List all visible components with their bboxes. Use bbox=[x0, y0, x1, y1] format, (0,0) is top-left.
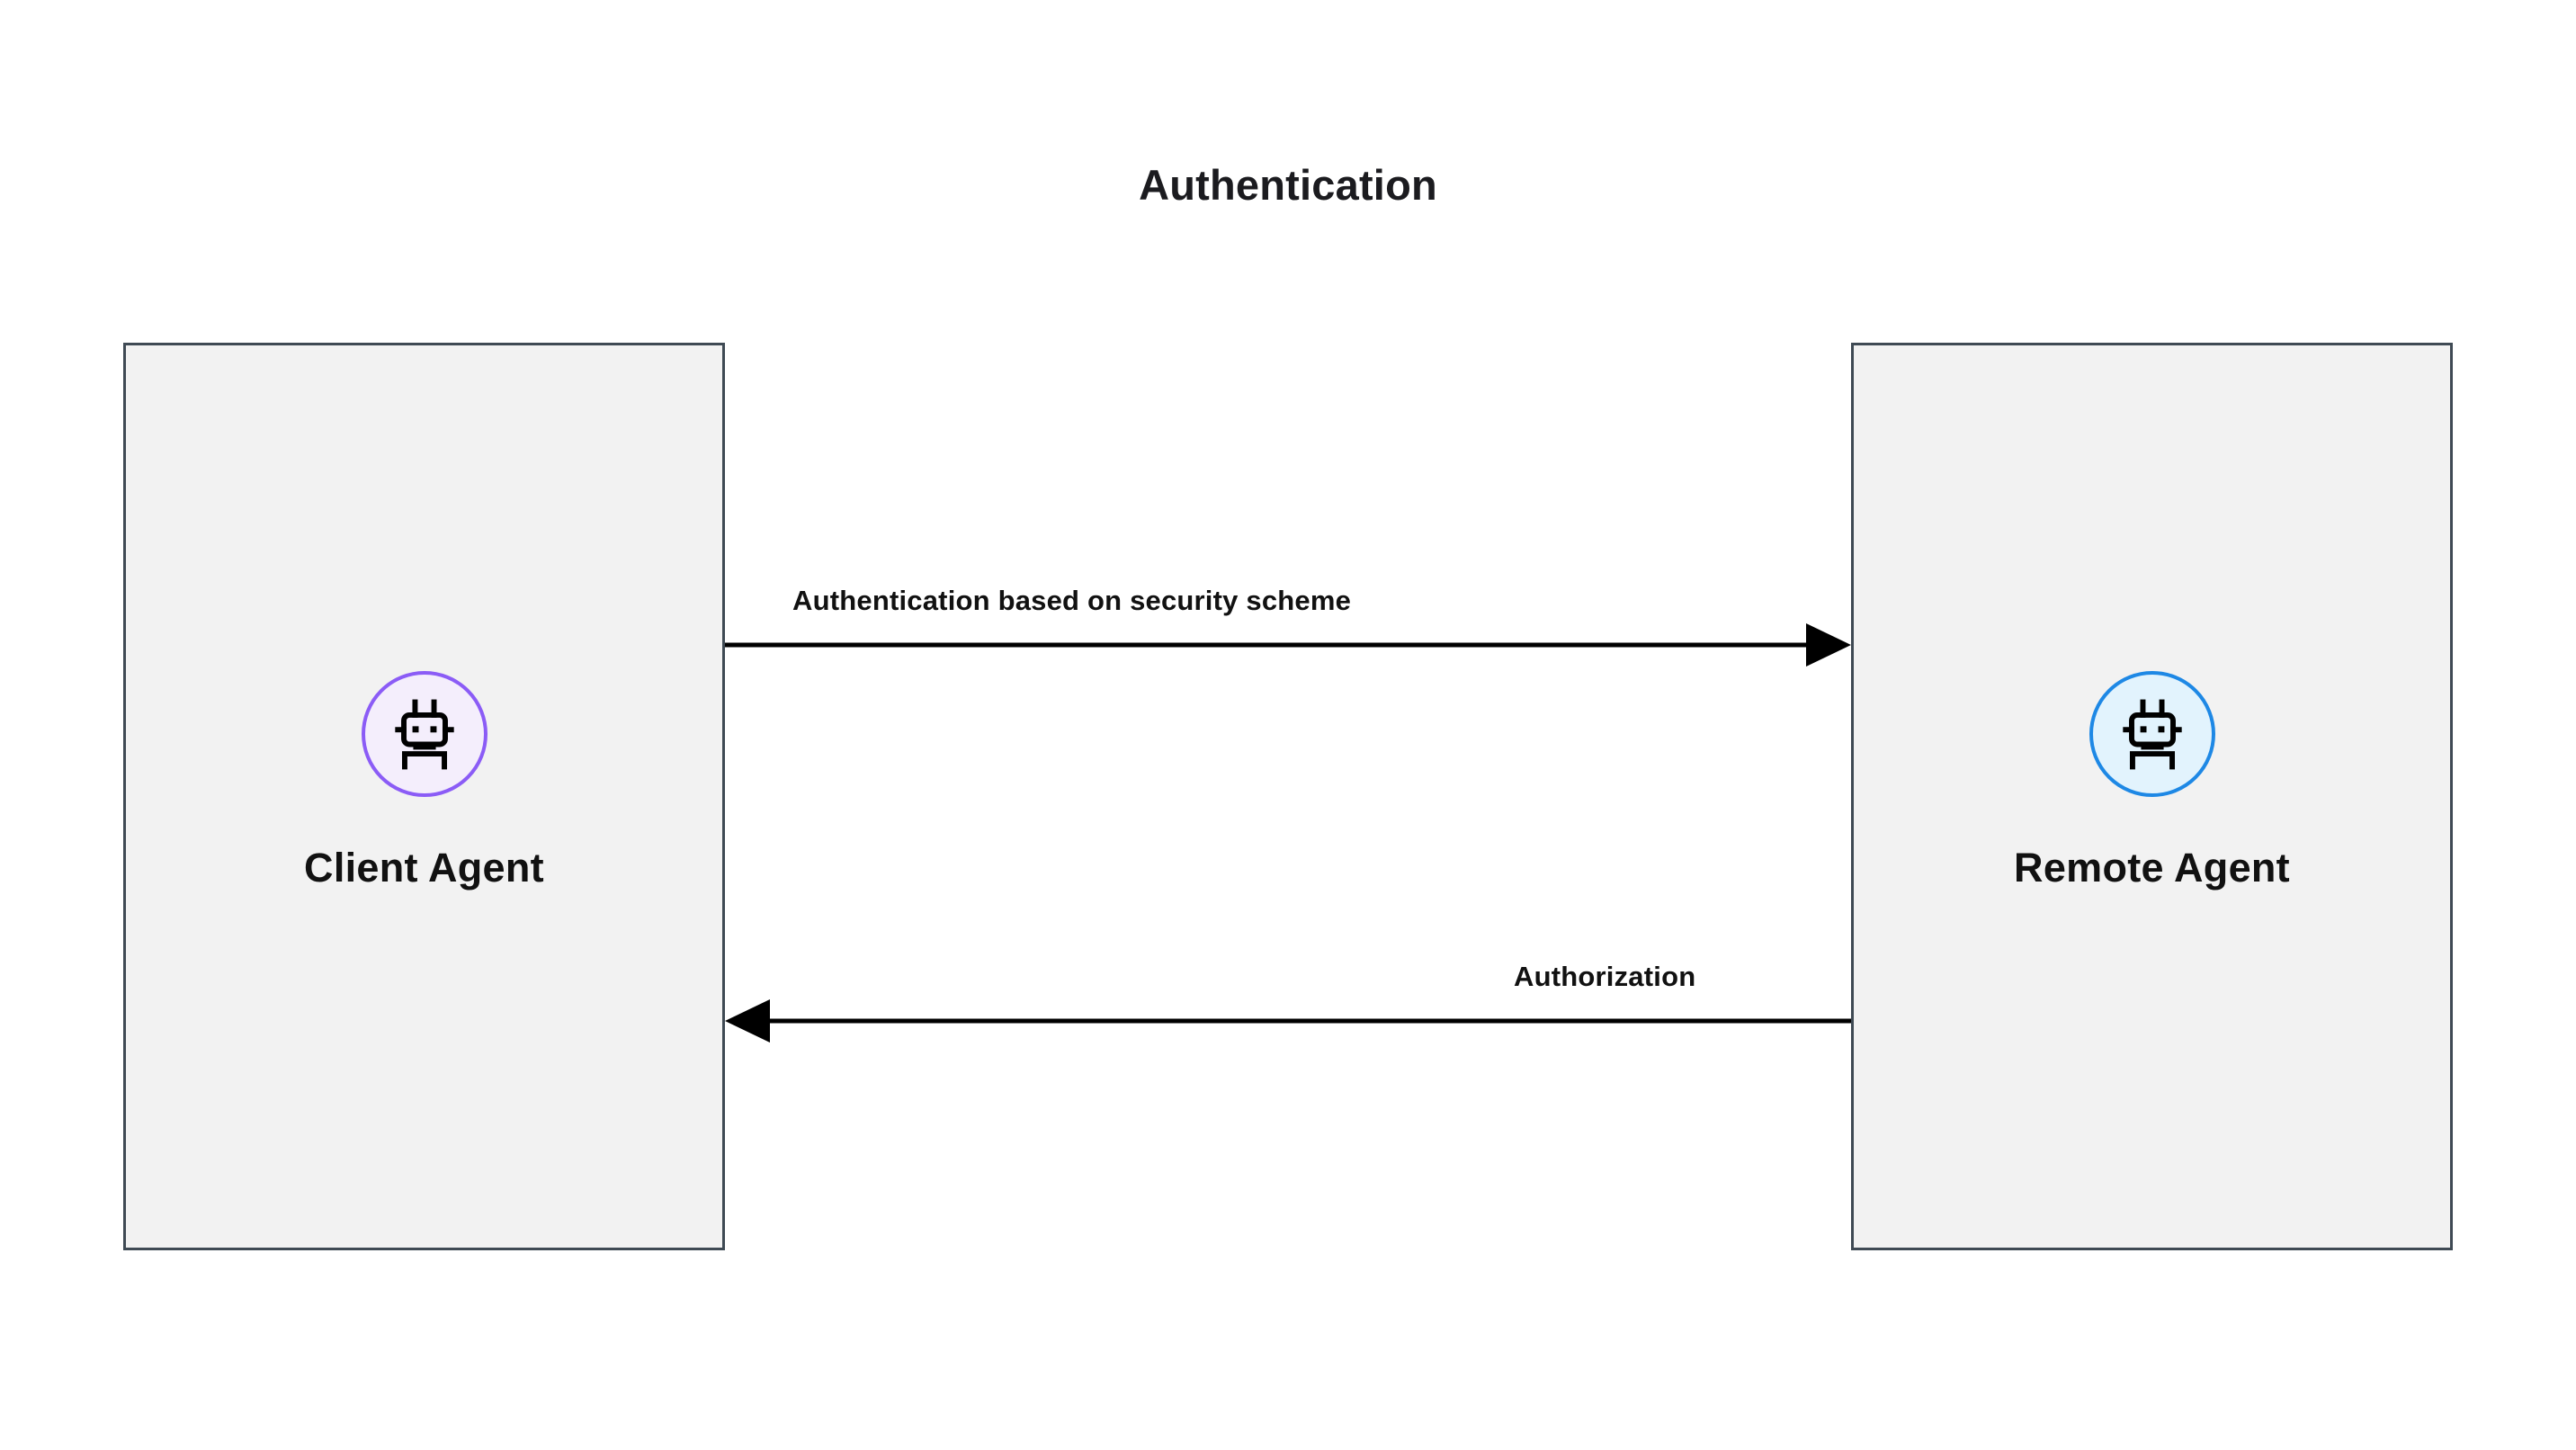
client-agent-label: Client Agent bbox=[304, 845, 544, 891]
auth-message-label: Authentication based on security scheme bbox=[792, 585, 1352, 616]
remote-agent-avatar bbox=[2089, 671, 2215, 797]
client-agent-avatar bbox=[361, 671, 487, 797]
robot-icon bbox=[394, 699, 454, 770]
client-agent-content: Client Agent bbox=[126, 345, 722, 1248]
remote-agent-content: Remote Agent bbox=[1854, 345, 2450, 1248]
robot-eye-left bbox=[412, 726, 418, 733]
participant-panel-remote-agent[interactable]: Remote Agent bbox=[1851, 343, 2453, 1250]
page-title: Authentication bbox=[1139, 161, 1437, 209]
robot-eye-left bbox=[2140, 726, 2146, 733]
robot-eye-right bbox=[2158, 726, 2164, 733]
auth-arrow-head bbox=[1806, 623, 1851, 667]
remote-agent-label: Remote Agent bbox=[2014, 845, 2290, 891]
participant-panel-client-agent[interactable]: Client Agent bbox=[123, 343, 725, 1250]
authz-message-label: Authorization bbox=[1514, 961, 1696, 992]
authz-arrow-head bbox=[725, 999, 770, 1043]
robot-icon bbox=[2122, 699, 2182, 770]
authz-message-arrow bbox=[725, 999, 1851, 1043]
auth-message-arrow bbox=[725, 623, 1851, 667]
robot-eye-right bbox=[430, 726, 436, 733]
